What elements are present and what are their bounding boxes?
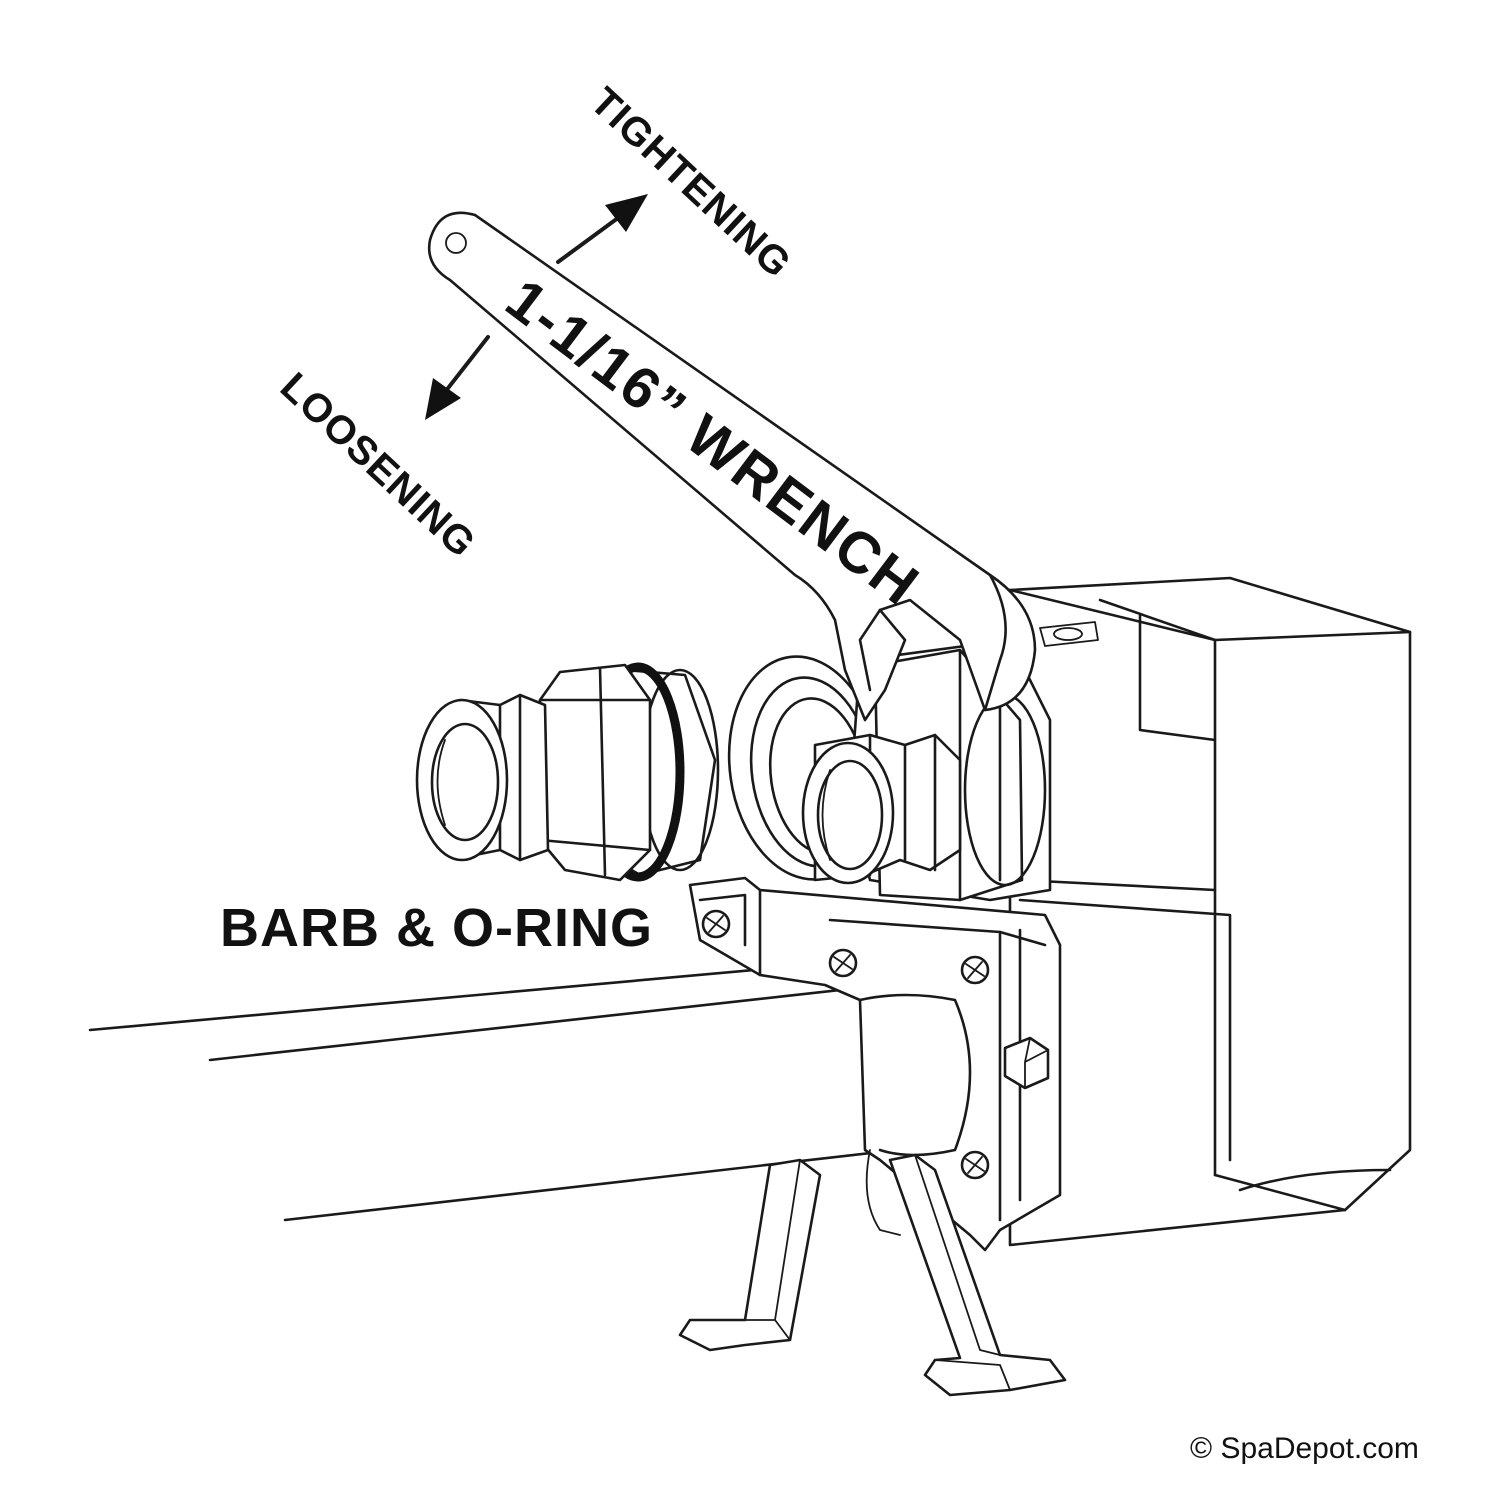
loosening-arrow: [425, 335, 490, 420]
screw-icon: [960, 955, 990, 985]
barb-with-oring: [415, 662, 720, 882]
mounting-bracket: [688, 876, 1062, 1252]
screw-icon: [701, 909, 731, 939]
screw-icon: [828, 948, 858, 978]
tightening-label: TIGHTENING: [582, 79, 800, 286]
heater-housing: [1008, 576, 1412, 1247]
installed-barb: [801, 648, 1047, 902]
screws: [701, 909, 990, 1180]
tightening-arrow: [556, 194, 648, 264]
spanner-wrench: [427, 211, 1037, 722]
mounting-legs: [678, 1149, 1067, 1397]
barb-oring-label: BARB & O-RING: [220, 898, 653, 958]
screw-icon: [960, 1150, 990, 1180]
copyright-text: © SpaDepot.com: [1190, 1432, 1419, 1465]
wrench-size-label: 1-1/16” WRENCH: [494, 266, 931, 618]
